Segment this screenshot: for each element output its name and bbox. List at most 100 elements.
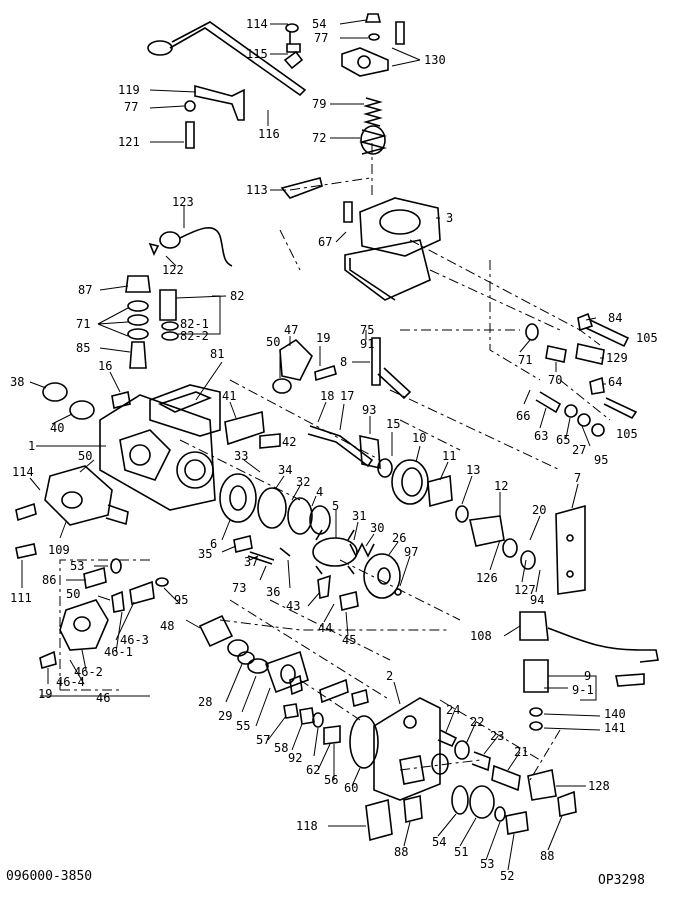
callout-c20: 20 [532,503,546,517]
callout-c42: 42 [282,435,296,449]
callout-c67: 67 [318,235,332,249]
callout-c62: 62 [306,763,320,777]
callout-c32: 32 [296,475,310,489]
callout-c46-1: 46-1 [104,645,133,659]
callout-c70: 70 [548,373,562,387]
callout-c36: 36 [266,585,280,599]
callout-c1: 1 [28,439,35,453]
callout-c46-4: 46-4 [56,675,85,689]
callout-c45: 45 [342,633,356,647]
callout-c108: 108 [470,629,492,643]
callout-c84: 84 [608,311,622,325]
callout-c43: 43 [286,599,300,613]
callout-c12: 12 [494,479,508,493]
callout-c114b: 114 [12,465,34,479]
callout-c9: 9 [584,669,591,683]
callout-c95b: 95 [174,593,188,607]
callout-c88b: 88 [540,849,554,863]
callout-c71b: 71 [518,353,532,367]
callout-c58: 58 [274,741,288,755]
callout-c38: 38 [10,375,24,389]
callout-c92: 92 [288,751,302,765]
callout-c140: 140 [604,707,626,721]
callout-c24: 24 [446,703,460,717]
callout-c123: 123 [172,195,194,209]
callout-c65: 65 [556,433,570,447]
callout-c48: 48 [160,619,174,633]
callout-c35: 35 [198,547,212,561]
callout-c29: 29 [218,709,232,723]
assembly-lines [59,140,611,781]
callout-c77a: 77 [314,31,328,45]
callout-c86: 86 [42,573,56,587]
callout-c87: 87 [78,283,92,297]
callout-c63a: 63 [534,429,548,443]
callout-c91: 91 [360,337,374,351]
callout-c82-1: 82-1 [180,317,209,331]
callout-c4: 4 [316,485,323,499]
callout-c127: 127 [514,583,536,597]
callout-c56: 56 [324,773,338,787]
callout-c93: 93 [362,403,376,417]
callout-c54: 54 [312,17,326,31]
callout-c40: 40 [50,421,64,435]
leader-lines [21,19,606,871]
callout-c105a: 105 [636,331,658,345]
callout-c122: 122 [162,263,184,277]
callout-c27: 27 [572,443,586,457]
callout-c6: 6 [210,537,217,551]
callout-c82-2: 82-2 [180,329,209,343]
callout-c34: 34 [278,463,292,477]
callout-c19b: 19 [38,687,52,701]
callout-c46: 46 [96,691,110,705]
callout-c121: 121 [118,135,140,149]
callout-c47: 47 [284,323,298,337]
callout-c53a: 53 [70,559,84,573]
callout-c41: 41 [222,389,236,403]
callout-c3: 3 [446,211,453,225]
drawing-number: 096000-3850 [6,869,92,884]
callout-c130: 130 [424,53,446,67]
callout-c109: 109 [48,543,70,557]
callout-c79: 79 [312,97,326,111]
parts [15,13,659,842]
callout-c50a: 50 [266,335,280,349]
sheet-code: OP3298 [598,873,645,888]
callout-c82: 82 [230,289,244,303]
callout-c19a: 19 [316,331,330,345]
callout-c97: 97 [404,545,418,559]
callout-c73: 73 [232,581,246,595]
callout-c53b: 53 [480,857,494,871]
callout-c119: 119 [118,83,140,97]
callout-c11: 11 [442,449,456,463]
callout-c7: 7 [574,471,581,485]
callout-c17: 17 [340,389,354,403]
callout-c5: 5 [332,499,339,513]
callout-c46-3: 46-3 [120,633,149,647]
callout-c50b: 50 [78,449,92,463]
callout-c115: 115 [246,47,268,61]
callout-c15: 15 [386,417,400,431]
callout-c126: 126 [476,571,498,585]
callout-c28: 28 [198,695,212,709]
callout-c114: 114 [246,17,268,31]
callout-c2: 2 [386,669,393,683]
callout-c113: 113 [246,183,268,197]
callout-c116: 116 [258,127,280,141]
callout-c57: 57 [256,733,270,747]
callout-c23: 23 [490,729,504,743]
callout-c8: 8 [340,355,347,369]
callout-c94: 94 [530,593,544,607]
callout-c10: 10 [412,431,426,445]
callout-c75: 75 [360,323,374,337]
callout-c54b: 54 [432,835,446,849]
callout-c60: 60 [344,781,358,795]
callout-c95: 95 [594,453,608,467]
callout-c26: 26 [392,531,406,545]
callout-c85: 85 [76,341,90,355]
callout-c52: 52 [500,869,514,883]
callout-c22: 22 [470,715,484,729]
callout-c33: 33 [234,449,248,463]
